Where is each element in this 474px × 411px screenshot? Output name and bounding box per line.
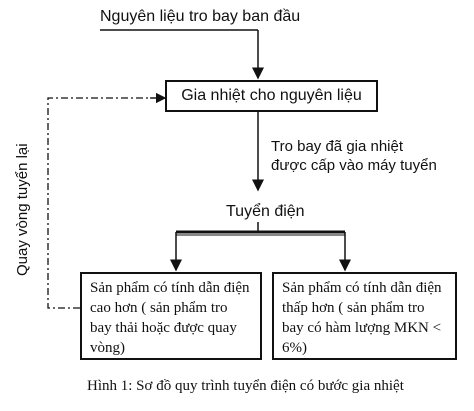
heating-box: Gia nhiệt cho nguyên liệu <box>165 80 378 112</box>
right-product-box: Sản phẩm có tính dẫn điện thấp hơn ( sản… <box>272 272 457 360</box>
arrow-input-to-heating <box>100 30 258 78</box>
heating-box-label: Gia nhiệt cho nguyên liệu <box>167 82 376 110</box>
left-product-text: Sản phẩm có tính dẫn điện cao hơn ( sản … <box>82 274 260 362</box>
feed-note-line1: Tro bay đã gia nhiệt <box>271 138 403 156</box>
figure-caption: Hình 1: Sơ đồ quy trình tuyển điện có bư… <box>87 377 404 395</box>
splitter <box>176 222 345 270</box>
right-product-text: Sản phẩm có tính dẫn điện thấp hơn ( sản… <box>274 274 455 362</box>
separation-label: Tuyển điện <box>226 203 305 221</box>
feed-note-line2: được cấp vào máy tuyển <box>271 157 437 175</box>
input-label: Nguyên liệu tro bay ban đầu <box>100 8 300 26</box>
recycle-label: Quay vòng tuyển lại <box>14 143 31 276</box>
left-product-box: Sản phẩm có tính dẫn điện cao hơn ( sản … <box>80 272 262 360</box>
